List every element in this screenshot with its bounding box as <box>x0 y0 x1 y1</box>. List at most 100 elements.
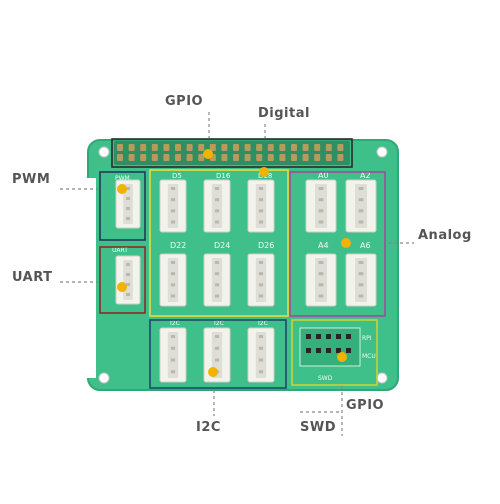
connector-d16-slot <box>211 184 223 228</box>
digital-label-d5: D5 <box>172 172 182 180</box>
gpio-header-pin <box>314 144 321 151</box>
connector-d24-slot <box>211 258 223 302</box>
box-swd <box>291 319 378 386</box>
mount-hole-br <box>376 372 388 384</box>
gpio-header-pin <box>233 144 239 151</box>
connector-a4-slot <box>315 258 327 302</box>
swd-pin <box>346 334 351 339</box>
marker-dot-analog <box>341 238 351 248</box>
gpio-header-pin <box>325 144 332 151</box>
gpio-header-pin <box>291 144 297 151</box>
swd-side-rpi: RPI <box>362 335 372 342</box>
connector-d16-pin <box>214 209 220 213</box>
connector-d5-pin <box>170 198 176 202</box>
analog-label-a0: A0 <box>318 171 329 180</box>
digital-label-d24: D24 <box>214 241 230 250</box>
connector-i2c-1-pin <box>170 335 176 338</box>
connector-d5-pin <box>170 187 176 190</box>
box-i2c <box>149 319 287 389</box>
analog-label-a6: A6 <box>360 241 371 250</box>
connector-d16-pin <box>214 220 220 224</box>
gpio-header-pin <box>221 154 228 161</box>
gpio-header-pin <box>175 144 181 151</box>
connector-a2-pin <box>358 187 364 190</box>
connector-d22-pin <box>170 294 176 298</box>
marker-dot-gpio <box>203 149 213 159</box>
connector-d18-pin <box>258 220 264 224</box>
connector-d16-pin <box>214 198 220 202</box>
callout-digital: Digital <box>258 106 310 121</box>
connector-d24-pin <box>214 272 220 276</box>
gpio-header-pin <box>151 154 158 161</box>
connector-d22-pin <box>170 272 176 276</box>
connector-d18-pin <box>258 198 264 202</box>
gpio-header-pin <box>302 144 309 151</box>
connector-d26-pin <box>258 283 264 287</box>
gpio-header-pin <box>279 154 286 161</box>
gpio-header-pin <box>198 154 205 161</box>
connector-d18-slot <box>255 184 267 228</box>
connector-i2c-2-pin <box>214 358 220 362</box>
gpio-header-pin <box>209 144 216 151</box>
connector-d24-pin <box>214 283 220 287</box>
callout-pwm: PWM <box>12 172 51 187</box>
gpio-header-pin <box>267 144 274 151</box>
analog-label-a4: A4 <box>318 241 329 250</box>
connector-uart-pin <box>126 263 130 266</box>
gpio-header-pin <box>198 144 205 151</box>
digital-label-d16: D16 <box>216 172 231 180</box>
gpio-header-pin <box>325 154 332 161</box>
connector-a0-pin <box>318 198 324 202</box>
callout-lines <box>60 112 414 436</box>
connector-i2c-1-pin <box>170 346 176 350</box>
i2c-board-label-3: I2C <box>258 320 268 327</box>
connector-a0-pin <box>318 220 324 224</box>
gpio-header-pin <box>175 154 181 161</box>
marker-dot-uart <box>117 282 127 292</box>
connector-d24-pin <box>214 294 220 298</box>
connector-d26-pin <box>258 294 264 298</box>
swd-pin <box>316 348 321 353</box>
box-gpio-header <box>111 138 353 168</box>
gpio-header-pin <box>117 144 123 151</box>
connector-d26-slot <box>255 258 267 302</box>
callout-uart: UART <box>12 270 53 285</box>
connector-a6-pin <box>358 261 364 264</box>
marker-dot-i2c <box>208 367 218 377</box>
gpio-header-pin <box>221 144 228 151</box>
connector-d26-pin <box>258 261 264 264</box>
box-analog <box>289 171 386 317</box>
connector-a2-pin <box>358 209 364 213</box>
digital-label-d22: D22 <box>170 241 186 250</box>
connector-a0-pin <box>318 187 324 190</box>
gpio-header <box>114 141 350 165</box>
box-uart <box>99 246 146 314</box>
marker-dot-digital <box>259 167 269 177</box>
connector-d18-pin <box>258 187 264 190</box>
gpio-header-pin <box>244 144 251 151</box>
connector-d5-pin <box>170 220 176 224</box>
connector-a6-pin <box>358 294 364 298</box>
swd-side-mcu: MCU <box>362 353 376 360</box>
swd-pin <box>306 348 311 353</box>
swd-pin-outline <box>299 327 361 367</box>
connector-pwm-pin <box>126 197 130 200</box>
connector-a4-pin <box>318 261 324 264</box>
connector-pwm-pin <box>126 217 130 220</box>
mount-hole-bl <box>98 372 110 384</box>
connector-a2-slot <box>355 184 367 228</box>
connector-pwm-slot <box>123 184 133 224</box>
connector-a4-pin <box>318 283 324 287</box>
connector-d18-pin <box>258 209 264 213</box>
connector-uart-pin <box>126 273 130 276</box>
connector-i2c-2-pin <box>214 335 220 338</box>
gpio-header-pin <box>151 144 158 151</box>
gpio-header-pin <box>163 154 170 161</box>
gpio-header-pin <box>140 154 147 161</box>
connector-i2c-2-pin <box>214 346 220 350</box>
connector-d22-slot <box>167 258 179 302</box>
swd-pin <box>306 334 311 339</box>
i2c-board-label-2: I2C <box>214 320 224 327</box>
analog-label-a2: A2 <box>360 171 371 180</box>
swd-pin <box>326 348 331 353</box>
